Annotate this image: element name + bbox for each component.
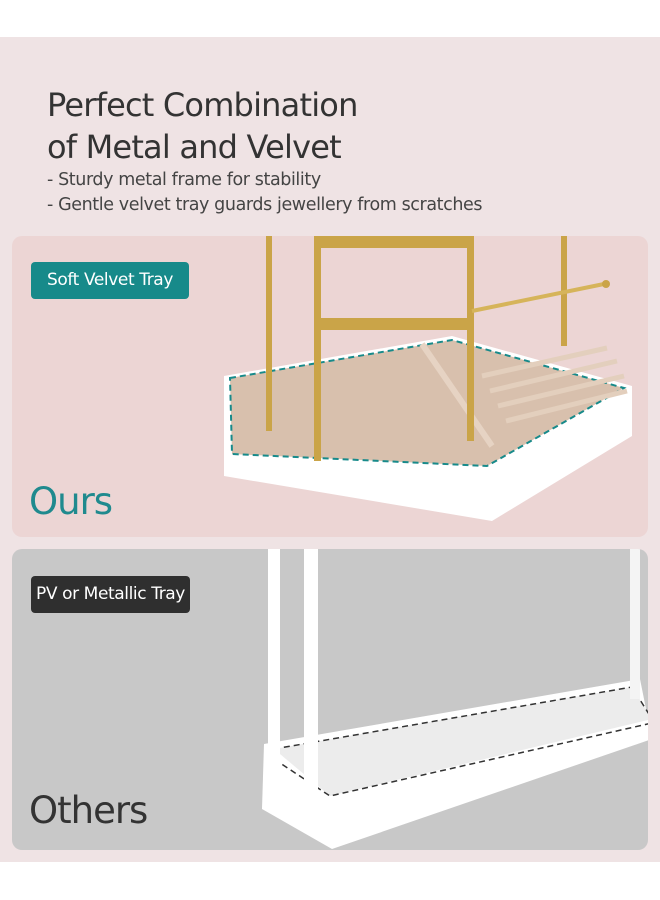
- ours-panel: Soft Velvet Tray Ours: [12, 236, 648, 537]
- velvet-tray-illustration: [224, 236, 632, 521]
- plastic-tray-illustration: [262, 549, 648, 849]
- feature-item: - Gentle velvet tray guards jewellery fr…: [47, 195, 483, 215]
- page-title: Perfect Combination of Metal and Velvet: [47, 84, 358, 168]
- metallic-tray-badge: PV or Metallic Tray: [31, 576, 190, 613]
- others-label: Others: [29, 789, 148, 832]
- ours-label: Ours: [29, 480, 113, 523]
- feature-list: - Sturdy metal frame for stability - Gen…: [47, 168, 483, 218]
- velvet-tray-badge: Soft Velvet Tray: [31, 262, 189, 299]
- title-line-1: Perfect Combination: [47, 86, 358, 124]
- title-line-2: of Metal and Velvet: [47, 128, 342, 166]
- feature-item: - Sturdy metal frame for stability: [47, 170, 321, 190]
- others-panel: PV or Metallic Tray Others: [12, 549, 648, 850]
